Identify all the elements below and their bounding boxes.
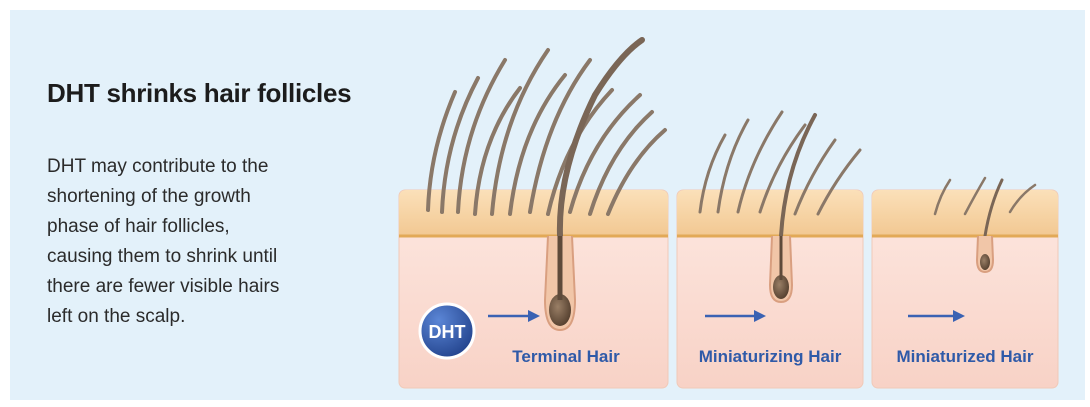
stage-label-terminal: Terminal Hair [512, 347, 620, 366]
stage-label-miniaturizing: Miniaturizing Hair [699, 347, 842, 366]
dht-badge-label: DHT [429, 322, 466, 342]
terminal-hair-strands [428, 50, 665, 214]
dht-badge: DHT [420, 304, 474, 358]
stage-label-miniaturized: Miniaturized Hair [897, 347, 1034, 366]
